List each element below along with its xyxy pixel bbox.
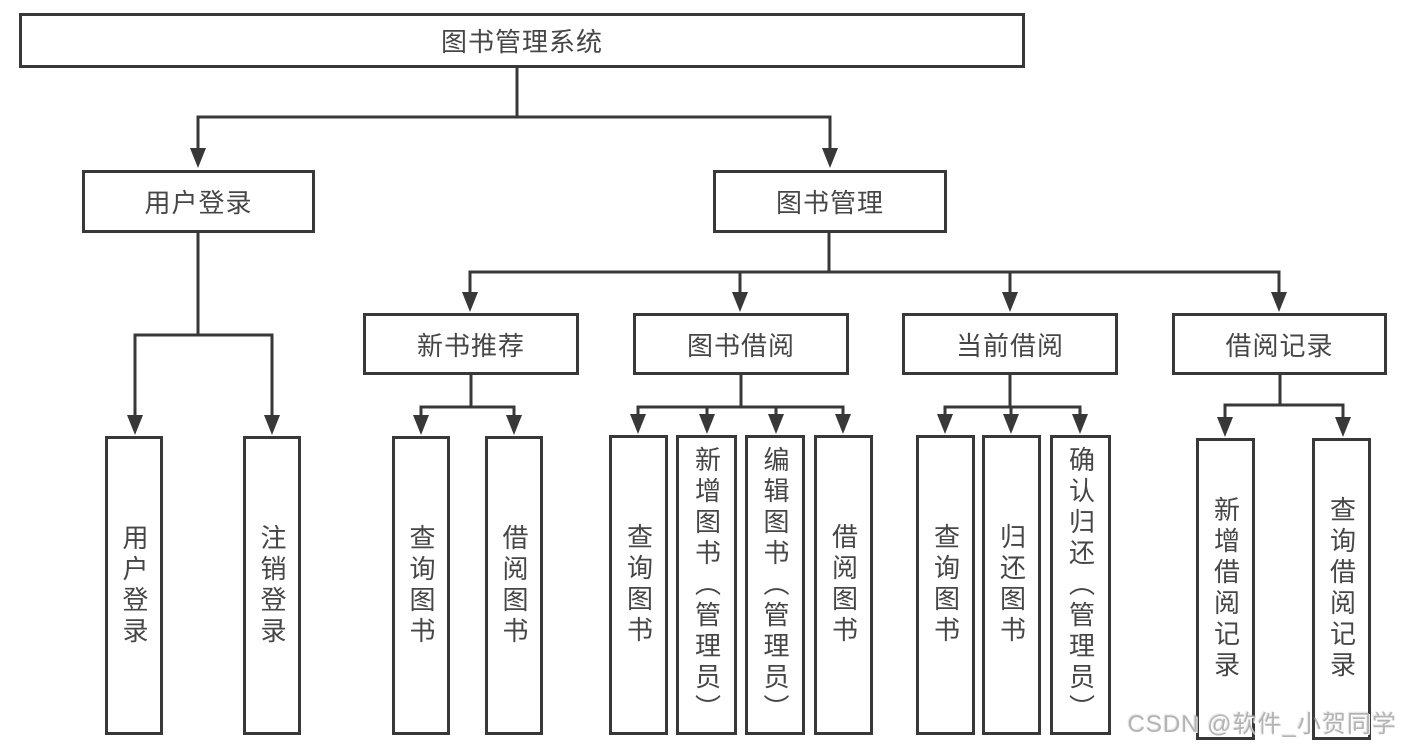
leaf-logout: 注销登录 — [243, 436, 301, 735]
node-book-management: 图书管理 — [713, 170, 947, 233]
leaf-query-books-recommend-label: 查询图书 — [406, 523, 436, 648]
node-book-borrow-label: 图书借阅 — [686, 330, 795, 361]
node-book-borrow: 图书借阅 — [633, 313, 849, 375]
leaf-borrow-books-recommend: 借阅图书 — [485, 436, 543, 735]
leaf-edit-book-admin-label: 编辑图书（管理员） — [760, 445, 790, 725]
node-current-borrow: 当前借阅 — [902, 313, 1118, 375]
node-new-book-recommend: 新书推荐 — [363, 313, 579, 375]
node-root-label: 图书管理系统 — [440, 27, 603, 57]
leaf-add-borrow-record: 新增借阅记录 — [1196, 438, 1255, 740]
leaf-query-borrow-record-label: 查询借阅记录 — [1326, 496, 1357, 682]
leaf-borrow-books: 借阅图书 — [814, 435, 873, 735]
node-root: 图书管理系统 — [19, 13, 1025, 68]
leaf-edit-book-admin: 编辑图书（管理员） — [745, 435, 805, 735]
leaf-return-book: 归还图书 — [982, 435, 1041, 735]
node-user-login: 用户登录 — [82, 170, 315, 233]
leaf-query-books-current: 查询图书 — [916, 435, 975, 735]
leaf-add-book-admin-label: 新增图书（管理员） — [691, 445, 722, 725]
node-current-borrow-label: 当前借阅 — [955, 330, 1064, 361]
node-book-management-label: 图书管理 — [775, 188, 884, 218]
node-new-book-recommend-label: 新书推荐 — [416, 330, 525, 361]
leaf-return-book-label: 归还图书 — [996, 523, 1027, 647]
leaf-borrow-books-recommend-label: 借阅图书 — [499, 523, 529, 648]
leaf-query-books-current-label: 查询图书 — [930, 523, 961, 647]
leaf-logout-label: 注销登录 — [257, 523, 287, 648]
leaf-query-books-recommend: 查询图书 — [392, 436, 450, 735]
leaf-query-books-borrow-label: 查询图书 — [623, 523, 654, 647]
leaf-add-borrow-record-label: 新增借阅记录 — [1210, 496, 1241, 682]
node-user-login-label: 用户登录 — [144, 188, 253, 218]
leaf-query-borrow-record: 查询借阅记录 — [1312, 438, 1371, 740]
leaf-user-login: 用户登录 — [105, 436, 163, 735]
leaf-confirm-return-admin-label: 确认归还（管理员） — [1065, 445, 1096, 725]
arrowheads — [127, 148, 1351, 437]
leaf-user-login-label: 用户登录 — [119, 523, 149, 648]
leaf-confirm-return-admin: 确认归还（管理员） — [1050, 435, 1111, 735]
leaf-borrow-books-label: 借阅图书 — [828, 523, 859, 647]
csdn-watermark: CSDN @软件_小贺同学 — [1127, 711, 1397, 738]
leaf-query-books-borrow: 查询图书 — [609, 435, 668, 735]
node-borrow-records: 借阅记录 — [1172, 313, 1387, 375]
node-borrow-records-label: 借阅记录 — [1225, 330, 1334, 361]
leaf-add-book-admin: 新增图书（管理员） — [676, 435, 737, 735]
